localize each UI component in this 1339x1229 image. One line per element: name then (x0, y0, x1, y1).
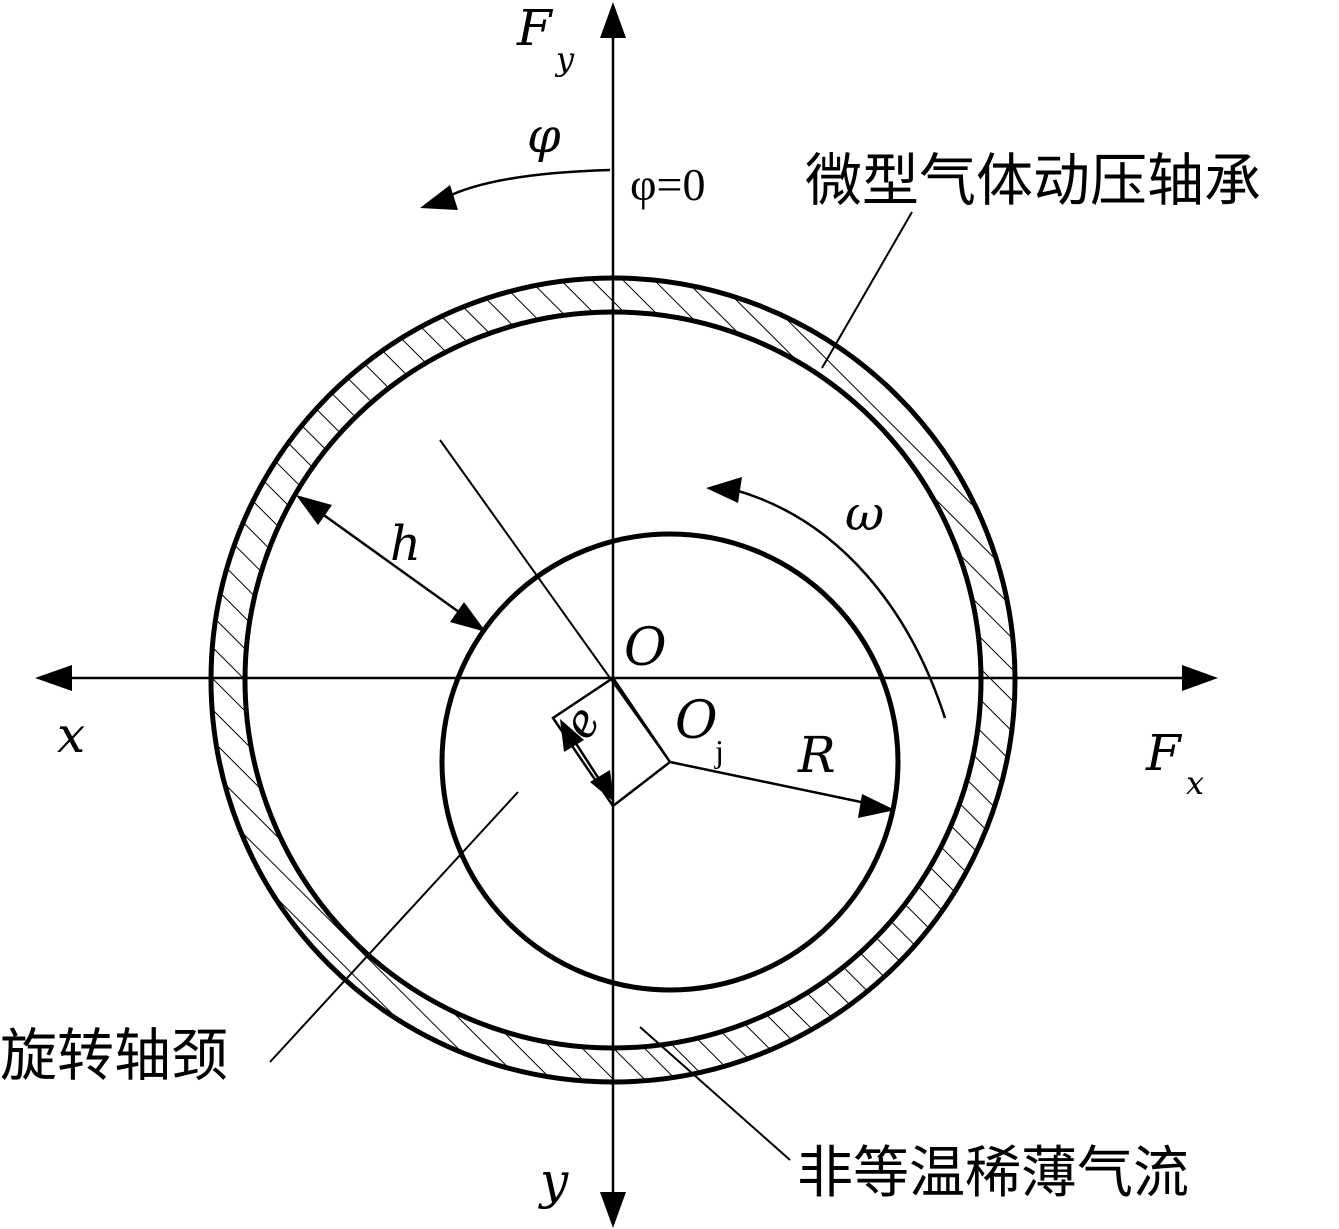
attitude-line (439, 439, 671, 763)
h-dimension-line (299, 496, 485, 632)
y-axis-label: y (538, 1152, 569, 1210)
e-arrow-end-icon (590, 770, 614, 802)
phi-zero-label: φ=0 (630, 159, 706, 210)
omega-label: ω (845, 486, 884, 542)
arrow-down-icon (600, 1192, 626, 1228)
flow-label: 非等温稀薄气流 (797, 1141, 1189, 1206)
origin-label: O (624, 618, 667, 678)
arrow-right-icon (1182, 665, 1218, 691)
arrow-up-icon (600, 2, 626, 38)
r-label: R (797, 726, 836, 784)
r-arrowhead-icon (858, 794, 895, 818)
phi-arrowhead-icon (420, 185, 458, 210)
fx-label: F (1145, 724, 1183, 782)
fy-label: F (516, 0, 554, 57)
r-radius-line (669, 760, 881, 808)
journal-label: 旋转轴颈 (0, 1023, 228, 1089)
omega-arc (734, 488, 947, 719)
fx-subscript: x (1186, 764, 1204, 802)
bearing-leader-line (821, 211, 913, 369)
h-arrow-end-icon (450, 602, 486, 632)
h-label: h (390, 516, 421, 572)
journal-leader-line (269, 791, 519, 1063)
x-axis-label: x (57, 706, 85, 764)
oj-label: O (675, 691, 718, 751)
e-arrow-start-icon (560, 719, 584, 752)
phi-arrow (444, 168, 611, 200)
fy-subscript: y (554, 40, 575, 78)
eccentricity-bracket (551, 676, 671, 808)
oj-subscript: j (714, 733, 724, 769)
omega-arrowhead-icon (706, 477, 742, 503)
bearing-label: 微型气体动压轴承 (805, 148, 1261, 214)
o-to-oj-line (611, 677, 672, 763)
h-arrow-start-icon (296, 495, 332, 525)
phi-label: φ (527, 108, 561, 164)
journal-circle (439, 531, 901, 993)
arrow-left-icon (35, 665, 72, 691)
flow-leader-line (639, 1026, 791, 1161)
